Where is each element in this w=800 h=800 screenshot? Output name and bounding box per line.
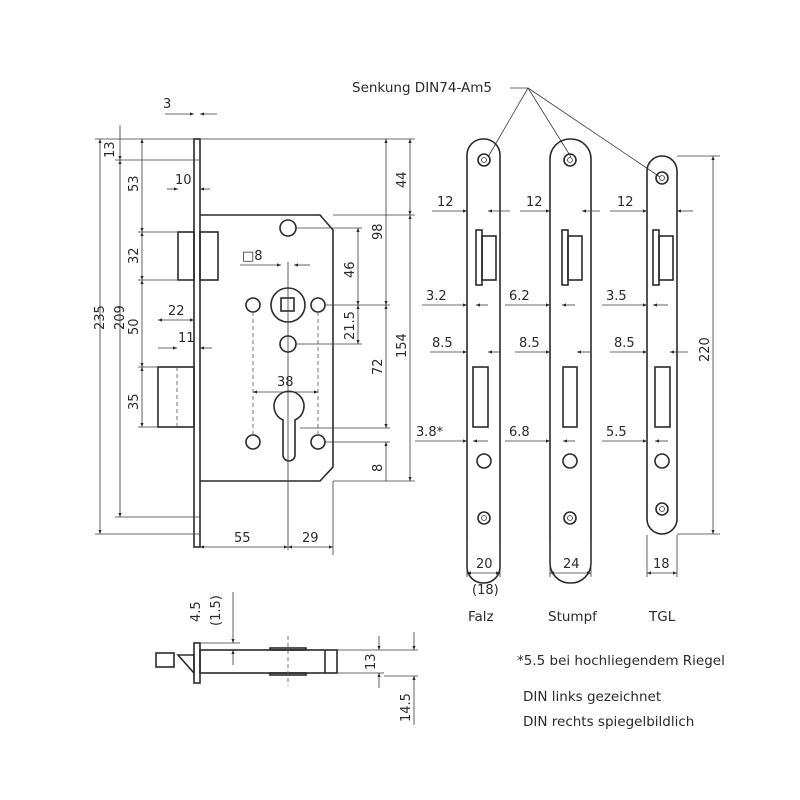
dim-bolt-height: 35 (127, 393, 142, 410)
dim-top-offset: 44 (395, 171, 410, 188)
plate-name: TGL (648, 609, 676, 625)
dim-latch-offset: 3.2 (426, 289, 447, 304)
dim-bolt-offset: 3.8* (416, 425, 444, 440)
dim-latch-top: 53 (127, 175, 142, 192)
deadbolt (157, 366, 195, 428)
dim-side-bolt-offset-alt: (1.5) (209, 595, 224, 626)
lock-front-view: 235 209 13 53 32 50 35 3 10 22 11 □8 (93, 97, 415, 555)
dim-width: 24 (563, 557, 580, 572)
countersink-label: Senkung DIN74-Am5 (352, 80, 492, 96)
dim-latch-height: 32 (127, 247, 142, 264)
dim-top-latch: 13 (103, 141, 118, 158)
lock-side-view: 4.5 (1.5) 13 14.5 (155, 592, 418, 725)
dim-bolt-projection: 22 (168, 304, 185, 319)
note-din-left: DIN links gezeichnet (523, 689, 661, 705)
dim-side-case-thickness: 13 (364, 653, 379, 670)
dim-bolt: 8.5 (432, 336, 453, 351)
dim-follower-top: 98 (371, 223, 386, 240)
dim-top: 12 (526, 195, 543, 210)
dim-hole-spacing: 38 (277, 375, 294, 390)
dim-bolt: 8.5 (519, 336, 540, 351)
dim-bolt-offset: 6.8 (509, 425, 530, 440)
fixing-hole (245, 297, 261, 313)
note-din-right: DIN rechts spiegelbildlich (523, 714, 694, 730)
dim-faceplate-thickness: 3 (163, 97, 171, 112)
dim-square: □8 (242, 249, 263, 264)
plate-name: Falz (468, 609, 494, 625)
strike-plate-stumpf: 12 6.2 8.5 6.8 24 Stumpf (505, 138, 600, 625)
fixing-hole (310, 297, 326, 313)
dim-bolt-offset: 5.5 (606, 425, 627, 440)
dim-faceplate-height: 209 (113, 305, 128, 330)
fixing-hole (245, 434, 261, 450)
dim-bolt-center: 11 (178, 331, 195, 346)
dim-cylinder-bottom: 8 (371, 464, 386, 472)
dim-follower-cylinder: 72 (371, 358, 386, 375)
fixing-hole (310, 434, 326, 450)
screw-hole (279, 219, 297, 237)
dim-case-height: 154 (395, 333, 410, 358)
dim-latch-bolt: 50 (127, 318, 142, 335)
strike-plate-falz: 12 3.2 8.5 3.8* 20 (18) Falz (415, 138, 510, 625)
dim-total-height: 235 (93, 305, 108, 330)
dim-latch-offset: 3.5 (606, 289, 627, 304)
note-bolt: *5.5 bei hochliegendem Riegel (517, 653, 725, 669)
latch-inner (199, 231, 219, 281)
dim-backset: 55 (234, 531, 251, 546)
dim-cylinder-back: 29 (302, 531, 319, 546)
dim-tgl-height: 220 (698, 337, 713, 362)
dim-top: 12 (437, 195, 454, 210)
strike-plates: Senkung DIN74-Am5 12 3.2 8.5 3.8* (352, 80, 720, 625)
plate-name: Stumpf (548, 609, 598, 625)
lock-case (200, 214, 334, 482)
dim-side-bolt-offset: 4.5 (189, 601, 204, 622)
dim-latch-projection: 10 (175, 173, 192, 188)
dim-width: 18 (653, 557, 670, 572)
dim-bolt: 8.5 (614, 336, 635, 351)
dim-width-alt: (18) (472, 583, 499, 598)
dim-top: 12 (617, 195, 634, 210)
notes: *5.5 bei hochliegendem Riegel DIN links … (517, 653, 725, 730)
cylinder-cutout (273, 390, 305, 462)
latch (177, 231, 195, 281)
faceplate (193, 138, 201, 548)
dim-latch-offset: 6.2 (509, 289, 530, 304)
dim-side-faceplate-width: 14.5 (399, 693, 414, 722)
dim-hole-span: 46 (343, 261, 358, 278)
square-spindle (280, 297, 295, 312)
dim-lower-hole: 21.5 (343, 311, 358, 340)
dim-width: 20 (476, 557, 493, 572)
strike-plate-tgl: 12 3.5 8.5 5.5 18 TGL 220 (602, 155, 720, 625)
